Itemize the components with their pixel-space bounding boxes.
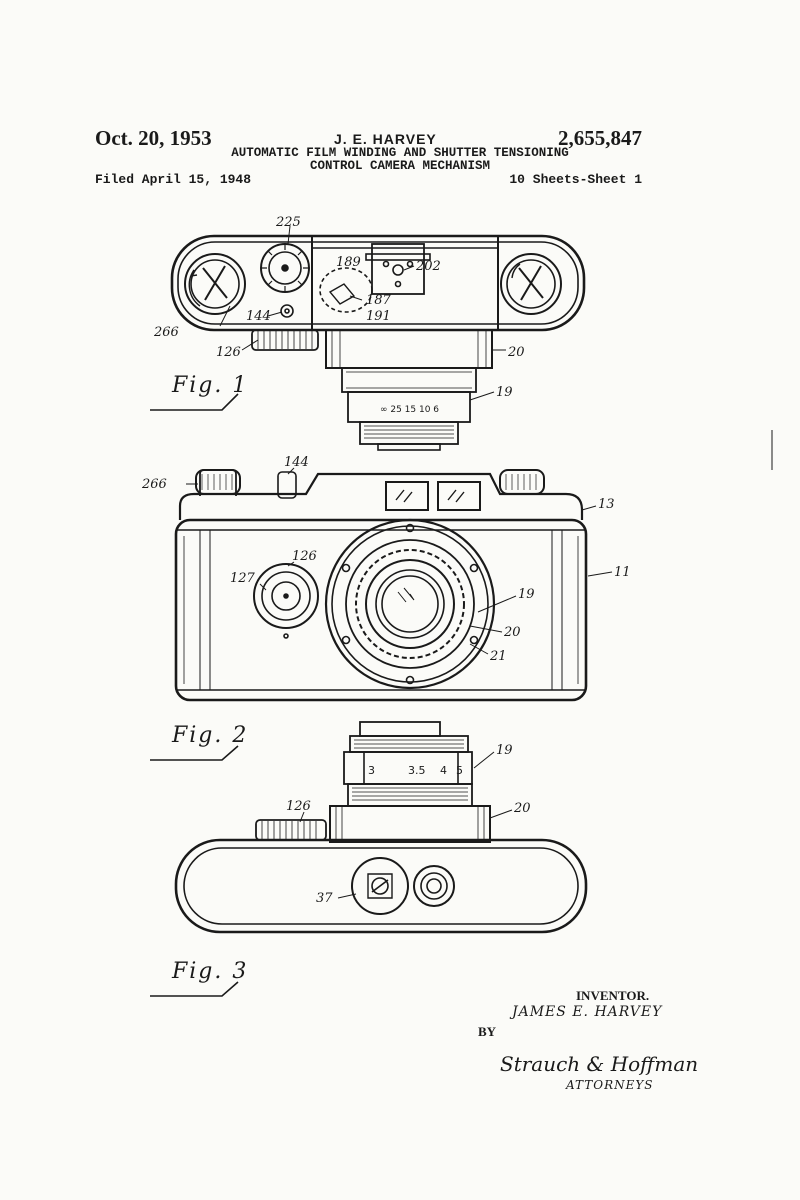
patent-number: 2,655,847 (558, 126, 642, 150)
ref-126-fig1: 126 (216, 345, 241, 360)
ref-189: 189 (336, 255, 361, 270)
figure-leaders (150, 393, 239, 997)
fig2-front-view (174, 469, 588, 702)
attorney-signature: Strauch & Hoffman (500, 1052, 699, 1076)
patent-title-line1: AUTOMATIC FILM WINDING AND SHUTTER TENSI… (231, 146, 569, 160)
ref-20-fig3: 20 (513, 801, 531, 816)
ref-202: 202 (415, 259, 441, 274)
ref-187: 187 (366, 293, 392, 308)
ref-21: 21 (489, 649, 507, 664)
fig2-lens-mount (324, 518, 496, 690)
release-button-144 (277, 471, 297, 499)
inventor-header: J. E. HARVEY (334, 131, 437, 147)
ref-20-fig1: 20 (507, 345, 525, 360)
ref-144-fig2: 144 (284, 455, 309, 470)
fig1-distance-scale: ∞ 25 15 10 6 (380, 405, 439, 415)
inventor-label: INVENTOR. (576, 988, 650, 1003)
ref-126-fig3: 126 (286, 799, 311, 814)
accessory-shoe (371, 243, 425, 295)
fig1-top-view (170, 234, 586, 451)
inventor-name: JAMES E. HARVEY (512, 1004, 663, 1020)
fig3-aperture-3: 3 (368, 764, 375, 777)
attorneys-label: ATTORNEYS (566, 1078, 654, 1092)
ref-126-fig2: 126 (292, 549, 317, 564)
reference-leaders (186, 225, 613, 899)
sheet-count: 10 Sheets-Sheet 1 (509, 172, 642, 187)
rewind-knob (184, 253, 246, 315)
fig3-label: Fig. 3 (171, 959, 248, 984)
ref-225: 225 (275, 215, 301, 230)
fig3-aperture-4: 4 (440, 764, 447, 777)
ref-19-fig3: 19 (496, 743, 513, 758)
fig3-bottom-view (174, 721, 588, 934)
ref-37: 37 (316, 891, 333, 906)
ref-191: 191 (366, 309, 391, 324)
ref-11: 11 (614, 565, 631, 580)
fig2-speed-dial (253, 563, 319, 639)
ref-144-fig1: 144 (246, 309, 271, 324)
filed-date: Filed April 15, 1948 (95, 172, 252, 187)
ref-266-fig1: 266 (153, 325, 179, 340)
ref-19-fig1: 19 (496, 385, 513, 400)
button-144 (280, 304, 294, 318)
patent-title-line2: CONTROL CAMERA MECHANISM (309, 159, 491, 173)
fig2-label: Fig. 2 (171, 723, 248, 748)
fig1-label: Fig. 1 (171, 373, 248, 398)
patent-date: Oct. 20, 1953 (95, 126, 212, 150)
by-label: BY (478, 1024, 497, 1039)
ref-127: 127 (230, 571, 256, 586)
ref-13: 13 (598, 497, 615, 512)
ref-266-fig2: 266 (141, 477, 167, 492)
ref-19-fig2: 19 (518, 587, 535, 602)
shutter-speed-dial (260, 243, 310, 293)
fig3-aperture-5: 5 (456, 764, 463, 777)
fig1-lens (325, 329, 493, 451)
fig3-aperture-3-5: 3.5 (408, 764, 426, 777)
ref-20-fig2: 20 (503, 625, 521, 640)
wind-knob (500, 253, 562, 315)
